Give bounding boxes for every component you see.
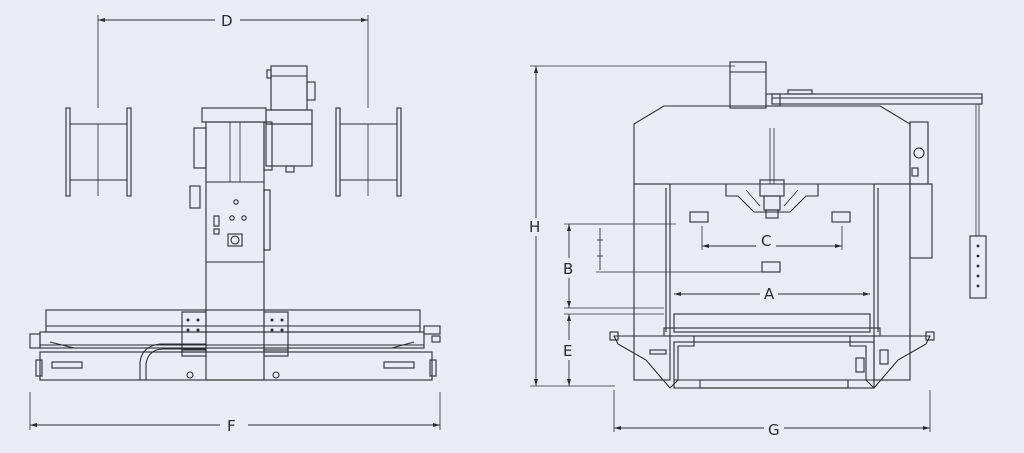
- label-a: A: [764, 285, 775, 303]
- label-c: C: [761, 232, 771, 250]
- dimension-g: G: [613, 390, 931, 439]
- press-columns: [633, 183, 933, 381]
- label-b: B: [563, 260, 573, 278]
- label-d: D: [221, 12, 233, 30]
- dimension-b: B: [563, 223, 762, 309]
- side-view: D: [29, 12, 441, 435]
- dimension-d: D: [97, 12, 369, 108]
- label-h: H: [529, 218, 540, 236]
- upper-stops: [689, 211, 851, 273]
- press-crown: [633, 105, 929, 185]
- side-base-bed: [29, 309, 441, 381]
- right-coil-reel: [335, 107, 402, 197]
- left-coil-reel: [65, 107, 132, 197]
- upright-column: [189, 107, 273, 381]
- label-g: G: [768, 421, 780, 439]
- dimension-c: C: [701, 226, 843, 250]
- front-base: [609, 313, 935, 389]
- dimension-f: F: [29, 392, 441, 435]
- label-e: E: [563, 342, 572, 360]
- dimension-h: H: [529, 65, 735, 387]
- crane-arm: [771, 89, 987, 299]
- motor-unit: [265, 65, 316, 173]
- label-f: F: [227, 417, 236, 435]
- dimension-e: E: [563, 313, 664, 386]
- dimension-a: A: [674, 285, 870, 303]
- ram-head: [725, 179, 819, 219]
- front-view: H: [529, 61, 987, 439]
